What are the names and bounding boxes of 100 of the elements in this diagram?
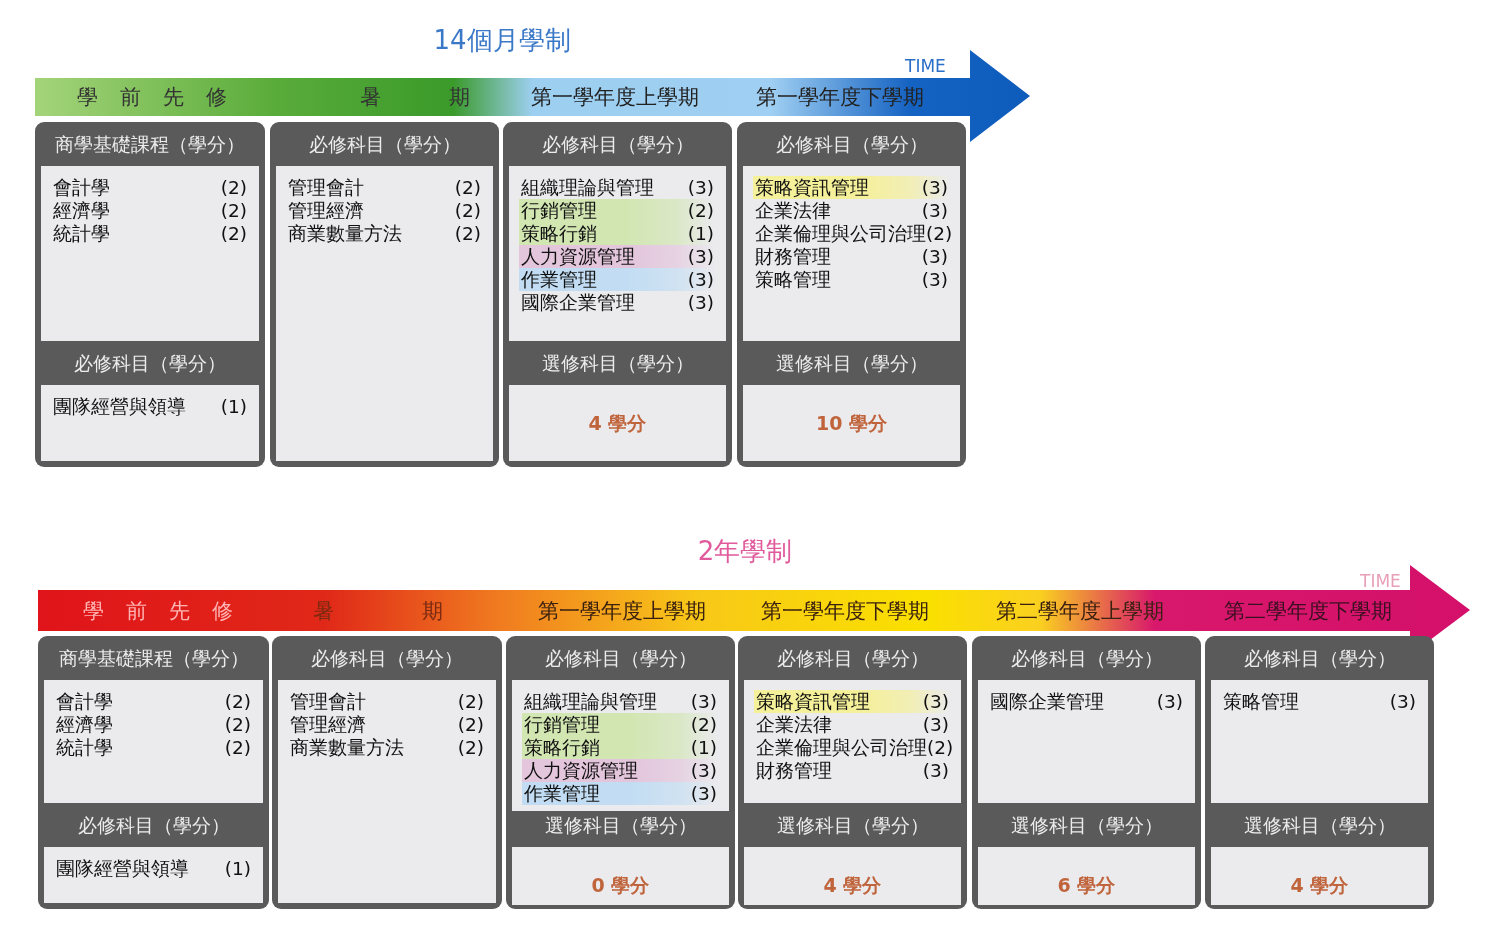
section-header: 必修科目（學分） [307,132,462,157]
credit-value: (2) [224,713,251,736]
section-header: 必修科目（學分） [540,132,695,157]
course-name: 團隊經營與領導 [53,395,186,418]
credit-value: (2) [927,736,954,759]
course-name: 管理會計 [288,176,364,199]
credit-value: (2) [457,713,484,736]
credit-value: (3) [921,176,948,199]
course-name: 企業倫理與公司治理 [756,736,927,759]
section-header: 必修科目（學分） [310,646,464,671]
phase-label: 學 前 先 修 [83,597,233,624]
credit-value: (3) [687,176,714,199]
phase-label: 第二學年度上學期 [996,597,1164,624]
course-name: 財務管理 [755,245,831,268]
course-name: 國際企業管理 [521,291,635,314]
course-name: 管理經濟 [290,713,366,736]
credit-value: (3) [921,268,948,291]
credit-value: (2) [454,222,481,245]
phase-label: 學 前 先 修 [77,84,227,110]
credit-value: (3) [690,690,717,713]
time-label: TIME [905,55,946,78]
phase-label: 第一學年度上學期 [538,597,706,624]
credit-value: (3) [922,759,949,782]
section-header: 必修科目（學分） [775,646,930,671]
section-header: 必修科目（學分） [774,132,929,157]
course-name: 策略行銷 [524,736,600,759]
course-name: 人力資源管理 [521,245,635,268]
credit-value: (3) [921,199,948,222]
course-name: 行銷管理 [524,713,600,736]
elective-credits: 10 學分 [815,411,888,436]
phase-label: 第二學年度下學期 [1224,597,1392,624]
credit-value: (1) [690,736,717,759]
course-name: 策略行銷 [521,222,597,245]
credit-value: (2) [220,199,247,222]
section-header: 選修科目（學分） [540,351,695,376]
phase-label: 第一學年度上學期 [531,84,699,110]
phase-label: 第一學年度下學期 [761,597,929,624]
phase-label: 第一學年度下學期 [756,84,924,110]
section-header: 選修科目（學分） [774,351,929,376]
course-name: 經濟學 [53,199,110,222]
course-name: 策略管理 [755,268,831,291]
section-header: 選修科目（學分） [1242,813,1397,838]
course-card [738,636,967,909]
course-name: 管理會計 [290,690,366,713]
credit-value: (2) [457,690,484,713]
course-card [35,122,265,467]
credit-value: (3) [922,690,949,713]
credit-value: (3) [1389,690,1416,713]
section-header: 必修科目（學分） [543,646,698,671]
credit-value: (3) [690,759,717,782]
elective-credits: 4 學分 [588,411,647,436]
section-header: 必修科目（學分） [1009,646,1164,671]
course-name: 經濟學 [56,713,113,736]
course-name: 作業管理 [524,782,600,805]
course-name: 商業數量方法 [288,222,402,245]
course-name: 企業法律 [756,713,832,736]
course-name: 策略資訊管理 [756,690,870,713]
course-name: 企業法律 [755,199,831,222]
course-name: 企業倫理與公司治理 [755,222,926,245]
section-header: 選修科目（學分） [1009,813,1164,838]
course-name: 策略資訊管理 [755,176,869,199]
course-name: 統計學 [56,736,113,759]
credit-value: (2) [457,736,484,759]
section-header: 商學基礎課程（學分） [57,646,250,671]
course-card [38,636,269,909]
credit-value: (2) [687,199,714,222]
heading-label: 14個月學制 [433,23,571,57]
credit-value: (3) [1156,690,1183,713]
credit-value: (2) [926,222,953,245]
course-name: 團隊經營與領導 [56,857,189,880]
credit-value: (1) [224,857,251,880]
credit-value: (3) [687,291,714,314]
elective-credits: 4 學分 [1290,873,1349,898]
section-header: 必修科目（學分） [76,813,231,838]
course-card [1205,636,1434,909]
credit-value: (3) [687,268,714,291]
course-name: 管理經濟 [288,199,364,222]
heading-label: 2年學制 [697,534,793,568]
credit-value: (2) [224,690,251,713]
course-name: 策略管理 [1223,690,1299,713]
section-header: 商學基礎課程（學分） [54,132,246,157]
course-name: 商業數量方法 [290,736,404,759]
credit-value: (2) [454,199,481,222]
credit-value: (2) [454,176,481,199]
course-name: 會計學 [53,176,110,199]
credit-value: (3) [690,782,717,805]
elective-credits: 0 學分 [591,873,650,898]
section-header: 必修科目（學分） [1242,646,1397,671]
elective-credits: 4 學分 [823,873,882,898]
credit-value: (3) [922,713,949,736]
course-card [972,636,1201,909]
section-header: 選修科目（學分） [775,813,930,838]
section-header: 必修科目（學分） [73,351,227,376]
course-name: 組織理論與管理 [521,176,654,199]
section-header: 選修科目（學分） [543,813,698,838]
course-name: 組織理論與管理 [524,690,657,713]
elective-credits: 6 學分 [1057,873,1116,898]
course-card [737,122,966,467]
course-name: 會計學 [56,690,113,713]
course-card [503,122,732,467]
